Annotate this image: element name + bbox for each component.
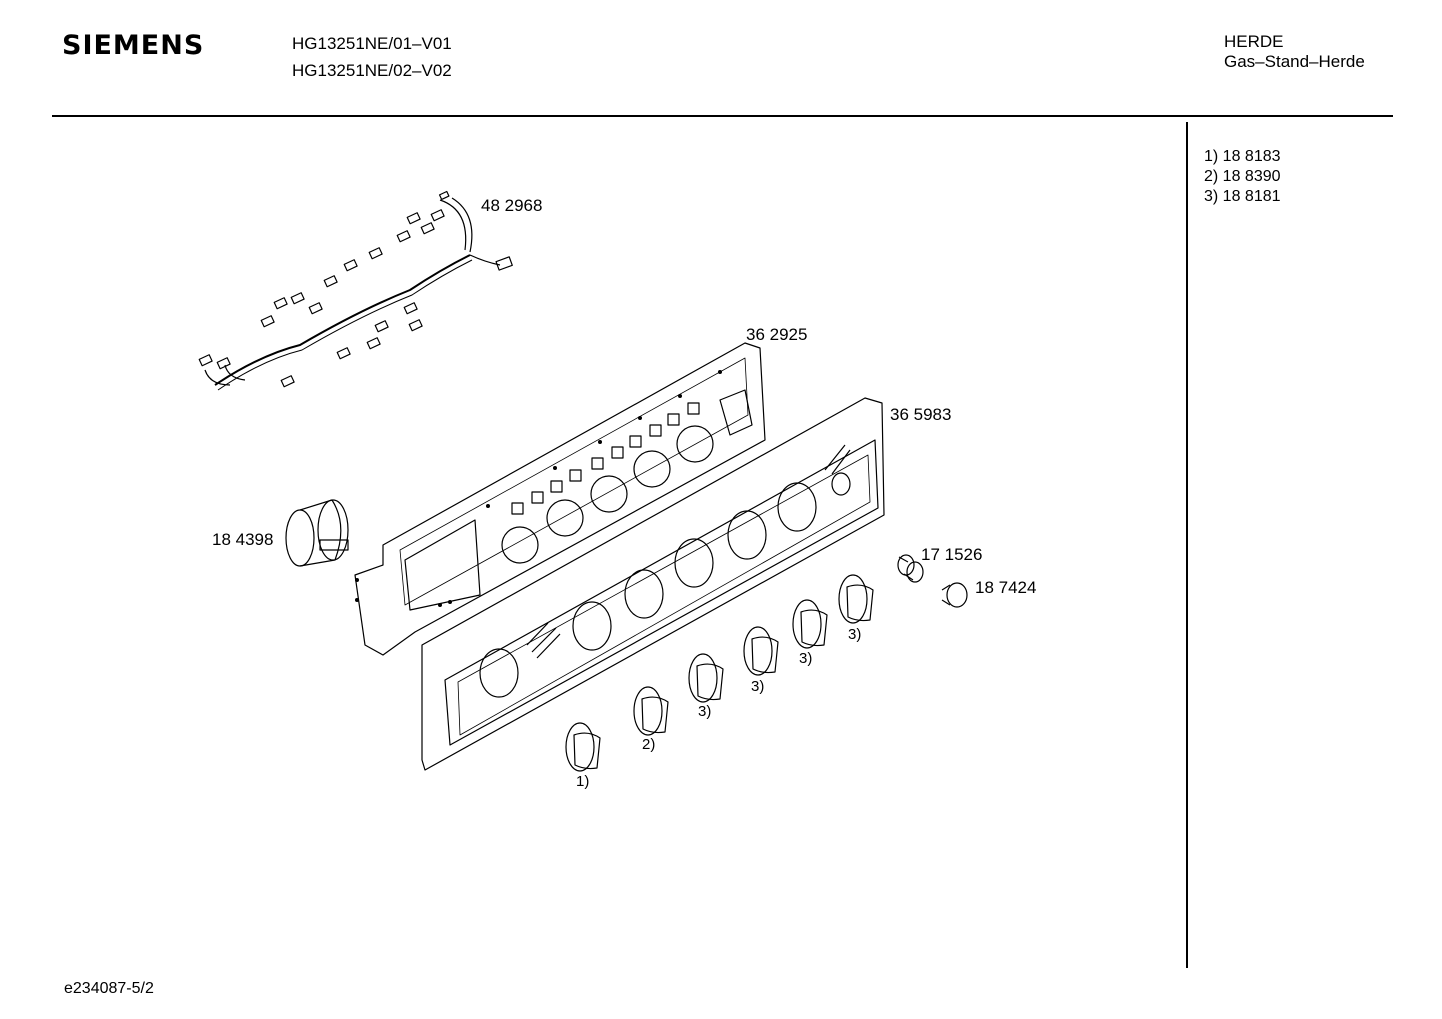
knob-ref-label: 3) [848,626,861,643]
wiring-harness [198,190,513,391]
category-title: HERDE [1224,32,1284,51]
control-knob [792,599,828,649]
model-number-2: HG13251NE/02–V02 [292,61,452,80]
footnote-item: 1) 18 8183 [1204,148,1281,165]
part-label-wiring-harness: 48 2968 [481,196,542,215]
part-label-lamp-lens: 18 7424 [975,578,1036,597]
harness-connectors [198,190,450,388]
header-divider [52,115,1393,117]
lamp-lens [941,582,968,608]
knob-ref-label: 1) [576,773,589,790]
part-label-control-panel-frame: 36 2925 [746,325,807,344]
knob-ref-label: 3) [799,650,812,667]
footnote-item: 3) 18 8181 [1204,188,1281,205]
lamp-holder [897,554,924,583]
control-knob [838,574,874,624]
knob-ref-label: 2) [642,736,655,753]
part-label-fascia-panel: 36 5983 [890,405,951,424]
footnote-item: 2) 18 8390 [1204,168,1281,185]
control-knob [688,653,724,703]
brand-logo: SIEMENS [62,30,205,61]
model-number-1: HG13251NE/01–V01 [292,34,452,53]
part-label-lamp-holder: 17 1526 [921,545,982,564]
document-id: e234087-5/2 [64,980,154,997]
knob-ref-label: 3) [751,678,764,695]
control-knob [565,722,601,772]
category-subtitle: Gas–Stand–Herde [1224,52,1365,71]
control-knob [743,626,779,676]
control-panel-frame [354,342,766,656]
part-label-timer: 18 4398 [212,530,273,549]
fascia-panel [421,397,885,771]
footnote-list: 1) 18 8183 2) 18 8390 3) 18 8181 [1204,147,1281,207]
knob-ref-label: 3) [698,703,711,720]
sidebar-divider [1186,122,1188,968]
timer [285,499,349,567]
control-knob [633,686,669,736]
